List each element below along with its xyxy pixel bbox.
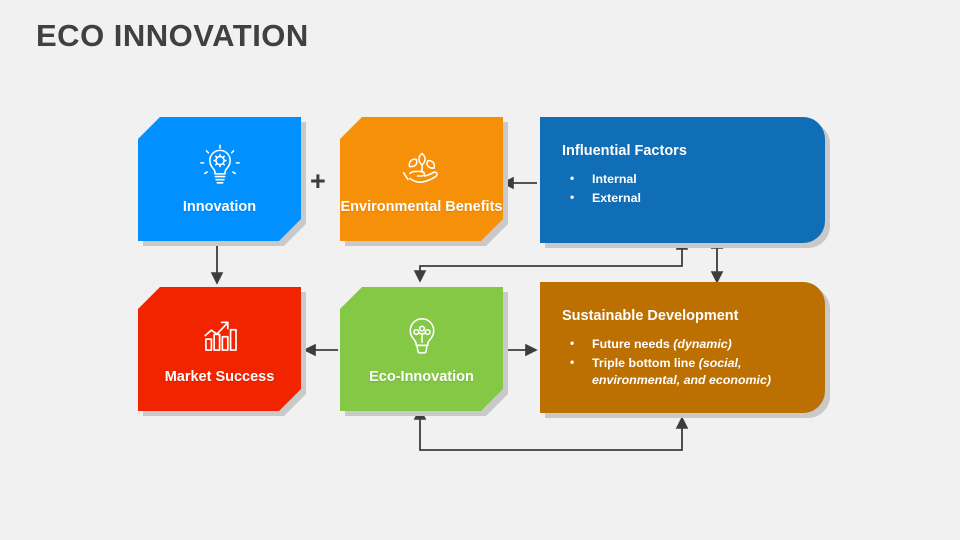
card-environmental-benefits-label: Environmental Benefits [340, 199, 503, 216]
list-item-text: External [592, 191, 641, 206]
panel-sustainable-development[interactable]: Sustainable Development Future needs (dy… [540, 282, 825, 413]
list-item: Internal [562, 170, 803, 188]
arrow-influential-factors-to-eco-innovation [413, 237, 689, 283]
sustainable-development-title: Sustainable Development [562, 308, 739, 324]
card-eco-innovation[interactable]: Eco-Innovation [340, 287, 503, 411]
card-eco-innovation-label: Eco-Innovation [369, 369, 474, 386]
influential-factors-title: Influential Factors [562, 143, 687, 159]
page-title: ECO INNOVATION [36, 18, 309, 53]
bar-chart-growth-icon [195, 311, 245, 366]
list-item: External [562, 189, 803, 207]
list-item-text: Future needs [592, 337, 674, 351]
list-item-emphasis: (social, environmental, and economic) [592, 356, 772, 388]
arrow-eco-innovation-sustainable-development-feedback [413, 407, 689, 451]
list-item-text: Triple bottom line [592, 356, 699, 371]
lightbulb-plant-icon [397, 311, 447, 366]
hand-plant-icon [397, 141, 447, 196]
sustainable-development-list: Future needs (dynamic) Triple bottom lin… [562, 335, 803, 389]
list-item: Future needs (dynamic) [562, 335, 803, 353]
plus-operator: + [310, 166, 326, 196]
card-innovation-label: Innovation [182, 199, 257, 216]
panel-influential-factors[interactable]: Influential Factors Internal External [540, 117, 825, 243]
influential-factors-list: Internal External [562, 170, 803, 207]
card-market-success[interactable]: Market Success [138, 287, 301, 411]
list-item-emphasis: (dynamic) [673, 337, 732, 351]
card-environmental-benefits[interactable]: Environmental Benefits [340, 117, 503, 241]
card-innovation[interactable]: Innovation [138, 117, 301, 241]
list-item-text: Internal [592, 172, 637, 186]
list-item: Triple bottom line (social, environmenta… [562, 354, 803, 389]
card-market-success-label: Market Success [164, 369, 275, 386]
lightbulb-gear-icon [195, 141, 245, 196]
